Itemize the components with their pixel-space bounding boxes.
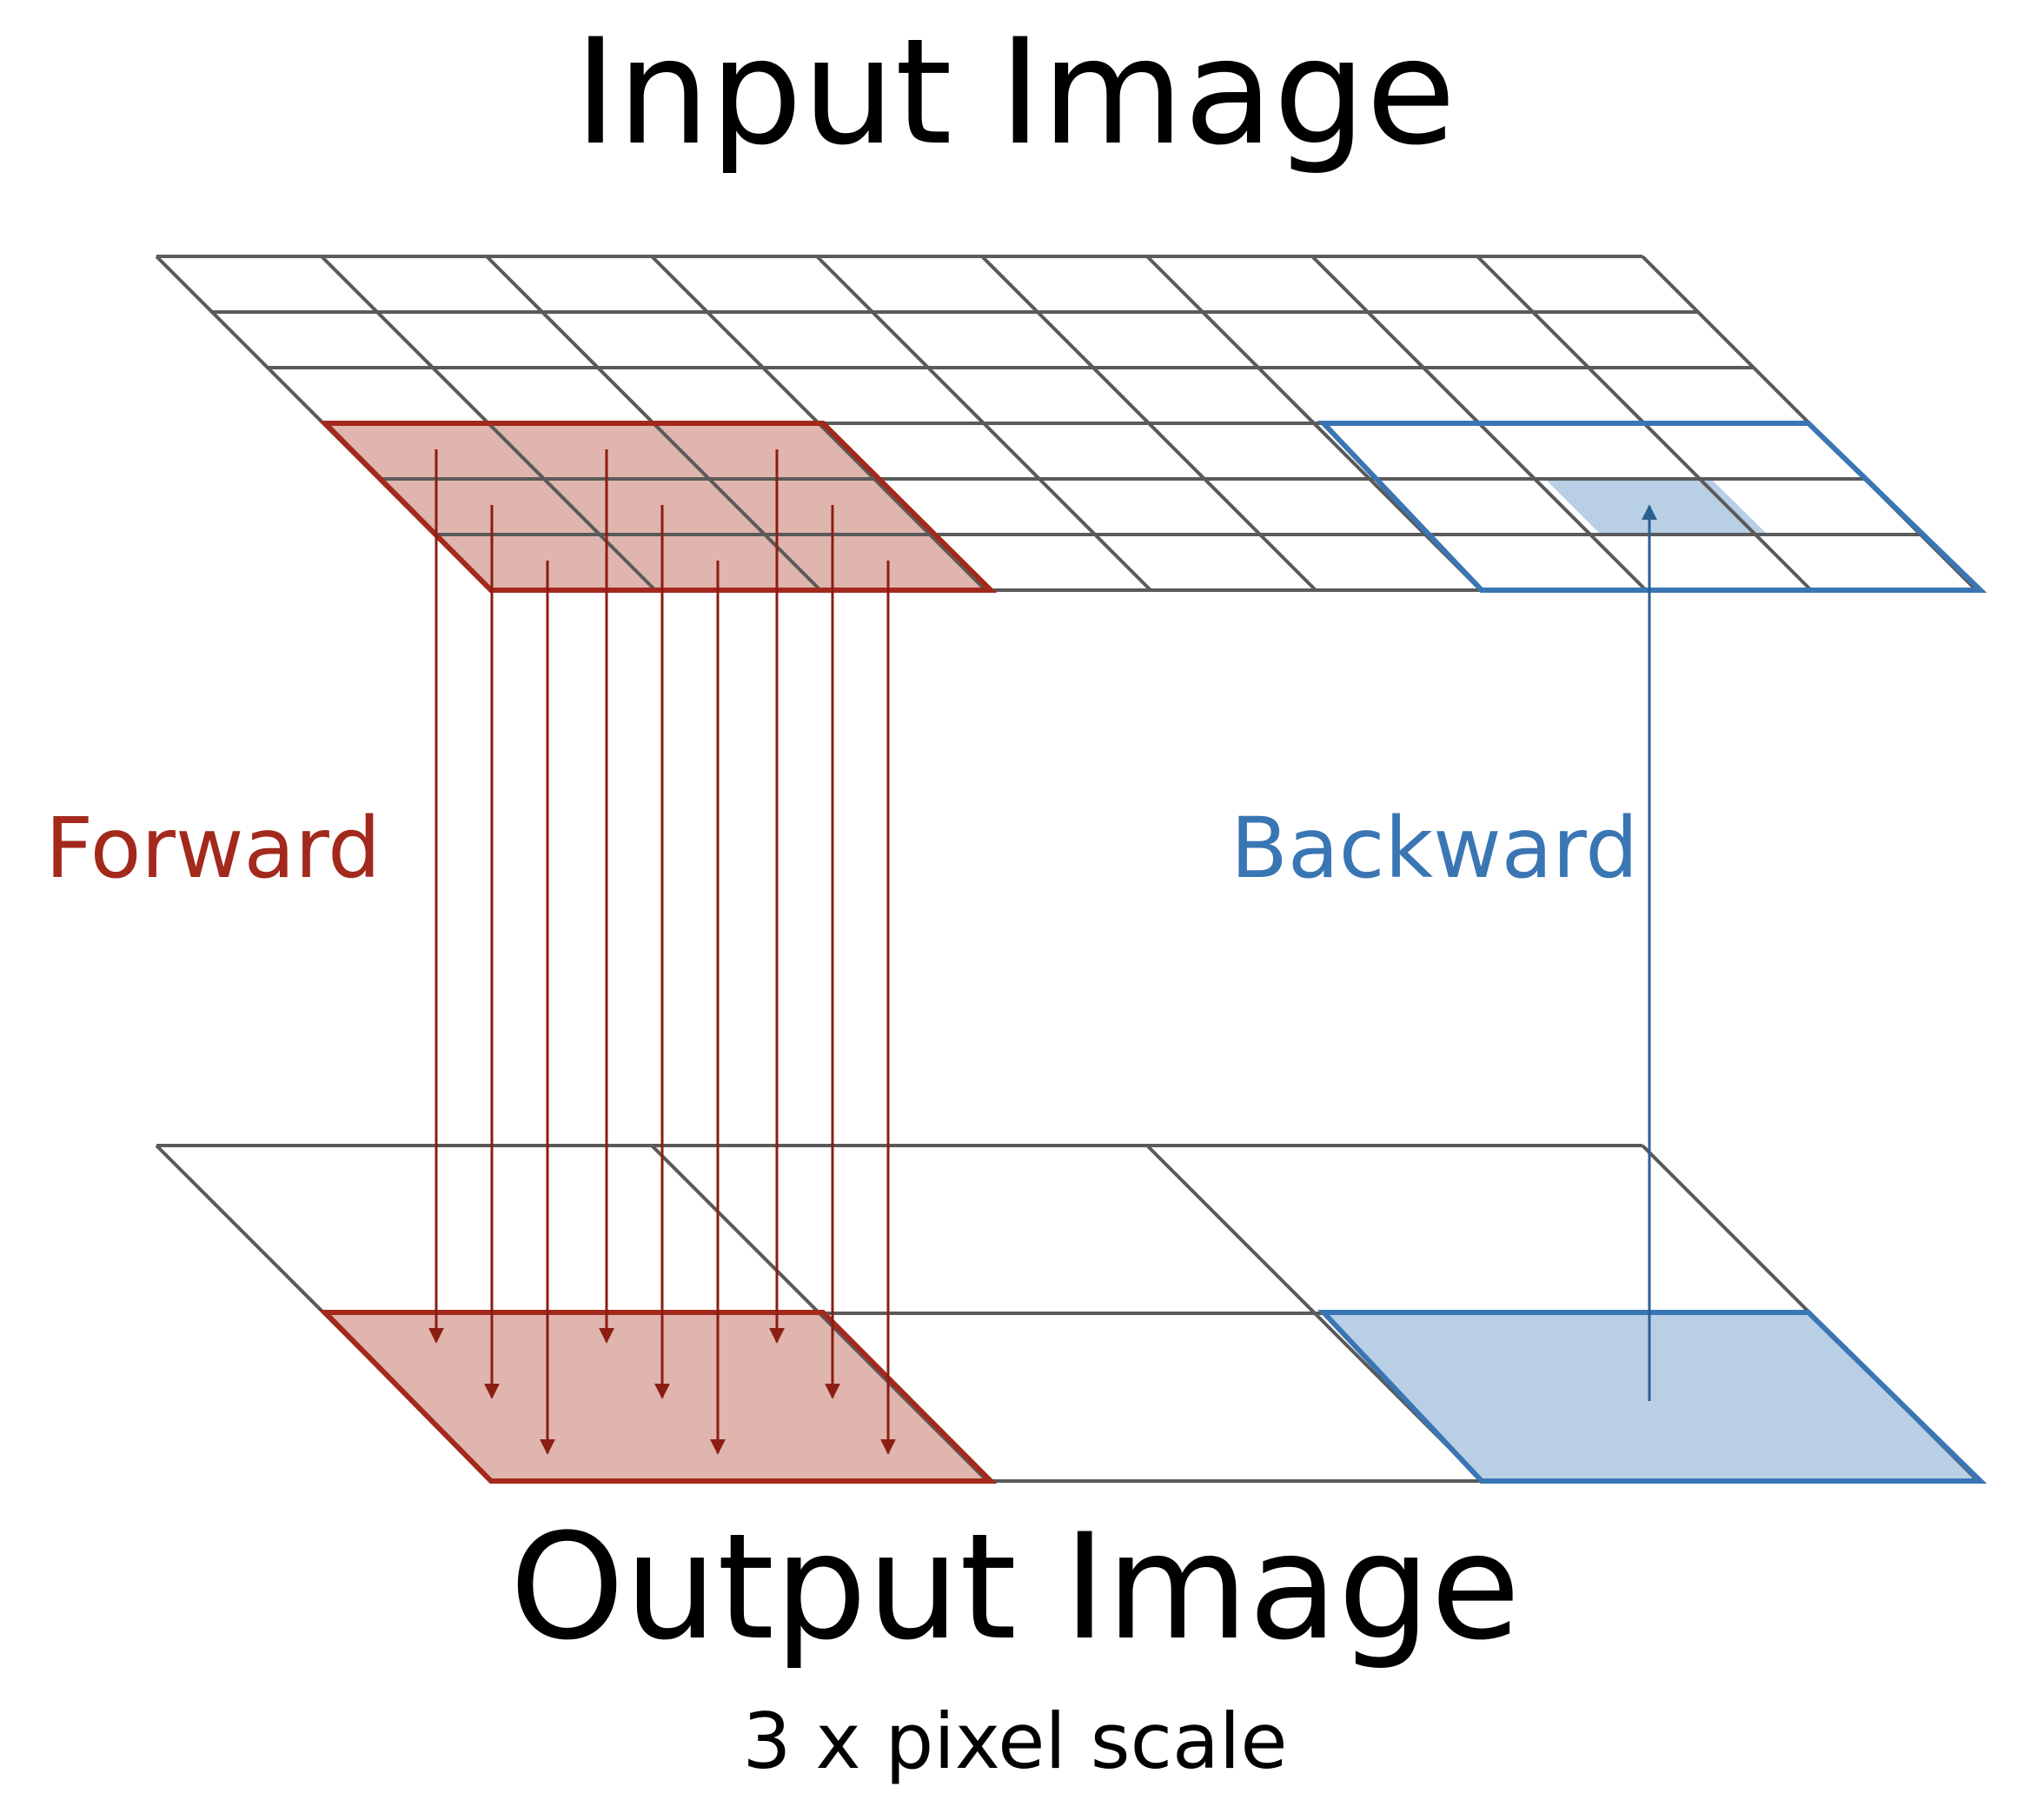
- backward-label: Backward: [1231, 800, 1639, 897]
- forward-label: Forward: [45, 800, 381, 897]
- input-forward-region: [325, 423, 991, 590]
- output-image-title: Output Image: [509, 1502, 1521, 1672]
- forward-arrows: [428, 449, 896, 1455]
- input-backward-pixel: [1545, 479, 1768, 535]
- grid-column-line: [815, 255, 1152, 592]
- output-forward-outline: [318, 1310, 998, 1484]
- input-image-title: Input Image: [574, 7, 1456, 177]
- grid-column-line: [1145, 255, 1483, 592]
- grid-column-line: [980, 255, 1317, 592]
- output-forward-pixel: [325, 1312, 991, 1481]
- pixel-scale-caption: 3 x pixel scale: [742, 1697, 1288, 1786]
- input-backward-outline: [1317, 421, 1987, 593]
- output-backward-outline: [1317, 1310, 1987, 1484]
- output-backward-pixel: [1323, 1312, 1980, 1481]
